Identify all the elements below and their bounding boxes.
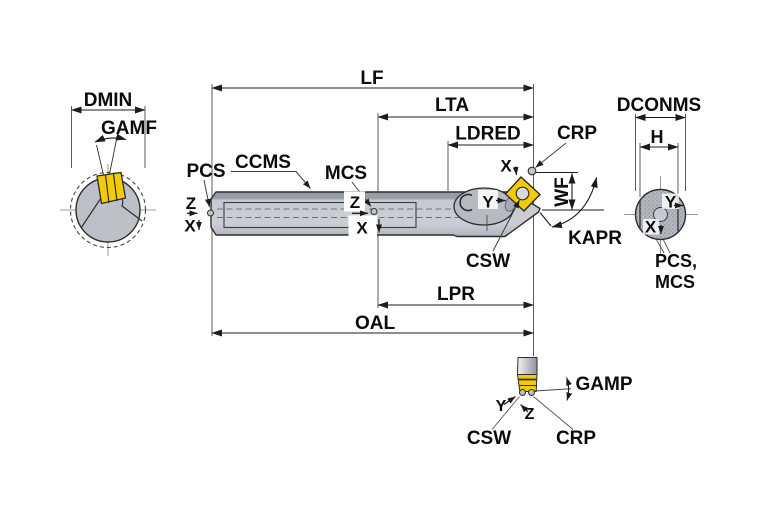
label-dmin: DMIN bbox=[84, 90, 133, 111]
ccms-leader bbox=[231, 171, 311, 189]
label-csw-detail: CSW bbox=[467, 428, 511, 449]
insert-detail-view bbox=[491, 357, 574, 430]
crp-leader bbox=[535, 142, 567, 168]
detail-crp-point bbox=[528, 389, 535, 396]
label-pcs-mcs-line2: MCS bbox=[655, 272, 695, 292]
insert-x-axis-arrow bbox=[512, 166, 519, 176]
pcs-origin-marker bbox=[207, 209, 214, 217]
label-lpr: LPR bbox=[437, 284, 475, 305]
gamf-angle-arc bbox=[94, 133, 127, 143]
axis-arrows bbox=[187, 166, 519, 237]
pcs-x-axis-label: X bbox=[184, 217, 196, 236]
label-gamp: GAMP bbox=[576, 374, 633, 395]
detail-csw-point bbox=[519, 389, 526, 396]
csw-leader bbox=[492, 199, 520, 252]
mcs-z-axis-label: Z bbox=[350, 193, 360, 212]
front-view: DMIN GAMF bbox=[69, 90, 157, 249]
cutting-diameter-dashed-circle bbox=[69, 171, 147, 249]
insert-y-label-box bbox=[478, 190, 498, 209]
label-crp-detail: CRP bbox=[556, 428, 596, 449]
label-dconms: DCONMS bbox=[617, 95, 701, 116]
detail-y-axis-label: Y bbox=[496, 398, 507, 415]
shank-x-axis-label: X bbox=[645, 218, 657, 237]
pcs-leader bbox=[203, 179, 211, 208]
kapr-edge-extension bbox=[539, 212, 552, 227]
detail-insert bbox=[516, 374, 538, 392]
shank-x-label-box bbox=[643, 219, 659, 235]
insert-edge-lines bbox=[104, 173, 118, 203]
coolant-center-dashed-lines bbox=[217, 208, 465, 218]
shank-clamping-zone-rect bbox=[223, 201, 417, 229]
label-h: H bbox=[651, 127, 664, 147]
label-gamf: GAMF bbox=[101, 118, 157, 139]
mcs-z-label-box bbox=[344, 191, 365, 212]
insert-screw-hole bbox=[515, 186, 530, 201]
detail-z-axis-arrow bbox=[520, 404, 529, 413]
label-pcs: PCS bbox=[186, 161, 225, 182]
detail-y-axis-arrow bbox=[503, 396, 516, 405]
mcs-origin-marker bbox=[370, 208, 378, 215]
label-ccms: CCMS bbox=[235, 152, 291, 173]
label-lf: LF bbox=[360, 68, 383, 89]
insert-x-axis-label: X bbox=[500, 157, 512, 176]
label-kapr: KAPR bbox=[568, 228, 622, 249]
label-ldred: LDRED bbox=[455, 124, 520, 145]
mcs-x-axis-label: X bbox=[356, 219, 368, 238]
head-recess-arc bbox=[459, 193, 473, 212]
label-crp: CRP bbox=[557, 123, 597, 144]
kapr-angle-arc bbox=[551, 177, 598, 229]
detail-z-axis-label: Z bbox=[525, 406, 535, 423]
label-wf: WF bbox=[552, 177, 573, 207]
detail-holder bbox=[516, 357, 538, 375]
mcs-x-label-box bbox=[348, 215, 377, 237]
pcs-z-axis-label: Z bbox=[186, 194, 196, 213]
gamp-angle-arc bbox=[565, 377, 573, 401]
shank-center-hole bbox=[653, 207, 668, 222]
label-mcs: MCS bbox=[325, 163, 367, 184]
shank-section-view bbox=[634, 114, 687, 241]
label-pcs-mcs-line1: PCS, bbox=[655, 251, 697, 271]
insert-front-view bbox=[96, 171, 127, 205]
label-oal: OAL bbox=[355, 313, 396, 334]
shank-y-axis-label: Y bbox=[665, 193, 677, 212]
labels: LF LTA LDRED LPR OAL CCMS MCS PCS CRP CS… bbox=[184, 68, 701, 449]
label-csw: CSW bbox=[466, 251, 510, 272]
crp-point-marker bbox=[527, 166, 537, 176]
label-lta: LTA bbox=[435, 95, 469, 116]
side-dimension-lines bbox=[211, 84, 604, 337]
gamp-reference-line bbox=[534, 388, 572, 392]
insert-y-axis-label: Y bbox=[482, 193, 494, 212]
